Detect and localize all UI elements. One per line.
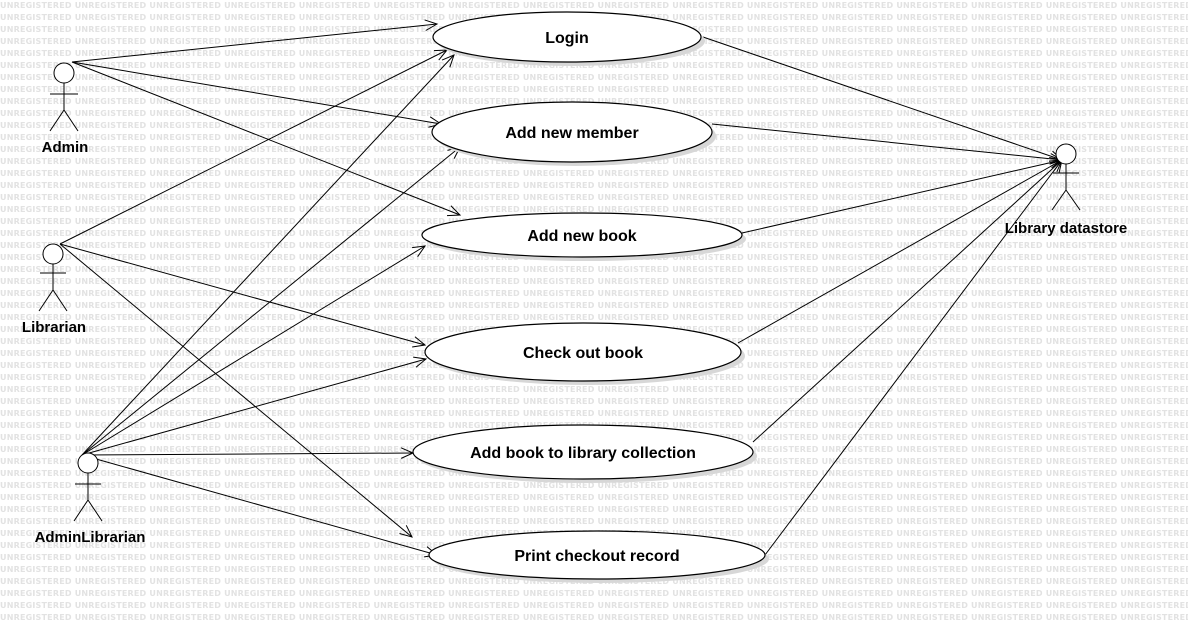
association-line <box>81 452 414 456</box>
actor-admin[interactable]: Admin <box>42 62 89 156</box>
association-line <box>702 36 1063 161</box>
association-admin-add-member[interactable] <box>71 61 443 128</box>
actor-head <box>53 62 75 84</box>
association-librarian-print-record[interactable] <box>59 243 413 538</box>
watermark-row: UNREGISTERED UNREGISTERED UNREGISTERED U… <box>0 169 1188 178</box>
association-librarian-checkout[interactable] <box>59 243 427 348</box>
arrowhead <box>412 245 427 257</box>
watermark-row: UNREGISTERED UNREGISTERED UNREGISTERED U… <box>0 265 1188 274</box>
watermark-row: UNREGISTERED UNREGISTERED UNREGISTERED U… <box>0 589 1188 598</box>
watermark-row: UNREGISTERED UNREGISTERED UNREGISTERED U… <box>0 517 1188 526</box>
actor-label: Library datastore <box>1005 220 1128 237</box>
watermark-row: UNREGISTERED UNREGISTERED UNREGISTERED U… <box>0 205 1188 214</box>
actor-label: AdminLibrarian <box>35 529 146 546</box>
association-line <box>81 54 455 456</box>
watermark-row: UNREGISTERED UNREGISTERED UNREGISTERED U… <box>0 193 1188 202</box>
use-case-add-book-to-library-collection[interactable]: Add book to library collection <box>412 424 757 483</box>
association-line <box>59 243 413 538</box>
watermark-row: UNREGISTERED UNREGISTERED UNREGISTERED U… <box>0 385 1188 394</box>
association-line <box>59 243 426 346</box>
association-line <box>71 61 442 125</box>
association-adminlibrarian-checkout[interactable] <box>81 356 428 456</box>
watermark-row: UNREGISTERED UNREGISTERED UNREGISTERED U… <box>0 481 1188 490</box>
association-adminlibrarian-add-collection[interactable] <box>81 447 415 459</box>
association-adminlibrarian-add-book[interactable] <box>81 245 427 456</box>
association-line <box>741 159 1063 234</box>
watermark-row: UNREGISTERED UNREGISTERED UNREGISTERED U… <box>0 613 1188 622</box>
actor-label: Admin <box>42 139 89 156</box>
association-add-member-datastore[interactable] <box>711 123 1064 165</box>
use-case-label: Add new member <box>505 125 638 142</box>
association-line <box>711 123 1063 161</box>
use-case-print-checkout-record[interactable]: Print checkout record <box>428 530 769 583</box>
association-adminlibrarian-login[interactable] <box>81 54 455 456</box>
watermark-row: UNREGISTERED UNREGISTERED UNREGISTERED U… <box>0 289 1188 298</box>
association-librarian-login[interactable] <box>59 49 449 245</box>
association-line <box>752 159 1063 443</box>
association-line <box>71 61 461 216</box>
watermark-row: UNREGISTERED UNREGISTERED UNREGISTERED U… <box>0 181 1188 190</box>
watermark-row: UNREGISTERED UNREGISTERED UNREGISTERED U… <box>0 277 1188 286</box>
actor-head <box>1055 143 1077 165</box>
arrowhead <box>424 19 439 31</box>
association-line <box>81 245 426 456</box>
watermark-row: UNREGISTERED UNREGISTERED UNREGISTERED U… <box>0 313 1188 322</box>
association-lines <box>59 19 1064 558</box>
arrowhead <box>413 356 428 368</box>
association-admin-add-book[interactable] <box>71 61 462 217</box>
watermark-row: UNREGISTERED UNREGISTERED UNREGISTERED U… <box>0 601 1188 610</box>
association-adminlibrarian-add-member[interactable] <box>81 146 461 456</box>
use-case-label: Add new book <box>527 228 636 245</box>
arrowhead <box>446 205 462 217</box>
watermark-row: UNREGISTERED UNREGISTERED UNREGISTERED U… <box>0 1 1188 10</box>
use-case-check-out-book[interactable]: Check out book <box>424 322 745 385</box>
watermark-row: UNREGISTERED UNREGISTERED UNREGISTERED U… <box>0 505 1188 514</box>
association-line <box>59 49 448 245</box>
arrowhead <box>441 54 455 68</box>
use-case-label: Login <box>545 30 589 47</box>
actor-library-datastore[interactable]: Library datastore <box>1005 143 1128 237</box>
watermark-row: UNREGISTERED UNREGISTERED UNREGISTERED U… <box>0 409 1188 418</box>
actor-label: Librarian <box>22 319 86 336</box>
association-line <box>737 159 1063 344</box>
actor-librarian[interactable]: Librarian <box>22 243 86 336</box>
actor-head <box>77 452 99 474</box>
use-case-add-new-member[interactable]: Add new member <box>431 101 716 166</box>
watermark-row: UNREGISTERED UNREGISTERED UNREGISTERED U… <box>0 397 1188 406</box>
actor-head <box>42 243 64 265</box>
use-case-login[interactable]: Login <box>432 11 705 66</box>
association-admin-login[interactable] <box>71 19 439 63</box>
arrowhead <box>412 336 427 348</box>
use-case-label: Add book to library collection <box>470 445 696 462</box>
arrowhead <box>399 525 413 538</box>
association-add-collection-datastore[interactable] <box>752 159 1063 443</box>
association-line <box>81 146 461 456</box>
watermark-row: UNREGISTERED UNREGISTERED UNREGISTERED U… <box>0 97 1188 106</box>
watermark-row: UNREGISTERED UNREGISTERED UNREGISTERED U… <box>0 85 1188 94</box>
association-checkout-datastore[interactable] <box>737 159 1064 344</box>
use-case-add-new-book[interactable]: Add new book <box>421 212 746 261</box>
use-case-label: Print checkout record <box>514 548 679 565</box>
watermark-row: UNREGISTERED UNREGISTERED UNREGISTERED U… <box>0 493 1188 502</box>
association-line <box>81 454 438 556</box>
watermark-row: UNREGISTERED UNREGISTERED UNREGISTERED U… <box>0 301 1188 310</box>
association-login-datastore[interactable] <box>702 36 1064 162</box>
association-line <box>764 159 1063 556</box>
association-line <box>81 358 427 456</box>
use-case-label: Check out book <box>523 345 643 362</box>
actor-adminlibrarian[interactable]: AdminLibrarian <box>35 452 146 546</box>
association-line <box>71 23 438 63</box>
watermark-row: UNREGISTERED UNREGISTERED UNREGISTERED U… <box>0 73 1188 82</box>
